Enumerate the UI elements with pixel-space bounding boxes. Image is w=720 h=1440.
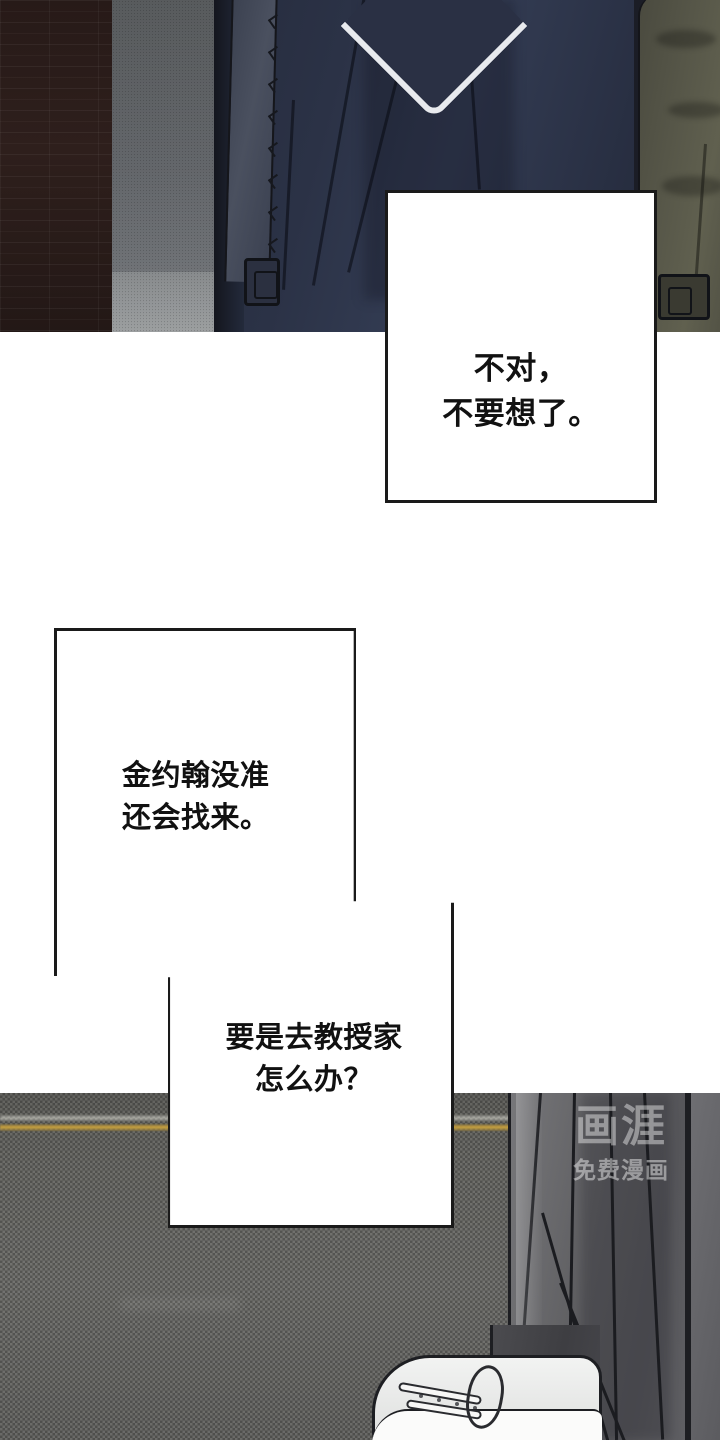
trouser-leg-far — [688, 1093, 720, 1440]
strap-stitching — [267, 10, 284, 258]
speech-bubble-2-fill — [57, 631, 451, 1225]
speech-bubble-2-text-a: 金约翰没准 还会找来。 — [122, 760, 270, 834]
speech-bubble-1-text: 不对， 不要想了。 — [442, 351, 600, 431]
strap-buckle — [244, 258, 280, 306]
speech-bubble-2-text-b: 要是去教授家 怎么办？ — [225, 1022, 403, 1096]
sneaker-toe-cap — [372, 1409, 602, 1440]
road-smudge — [120, 1298, 240, 1310]
speech-bubble-2: 金约翰没准 还会找来。 要是去教授家 怎么办？ — [54, 628, 454, 1228]
brick-wall — [0, 0, 116, 332]
speech-bubble-1: 不对， 不要想了。 — [385, 190, 657, 503]
